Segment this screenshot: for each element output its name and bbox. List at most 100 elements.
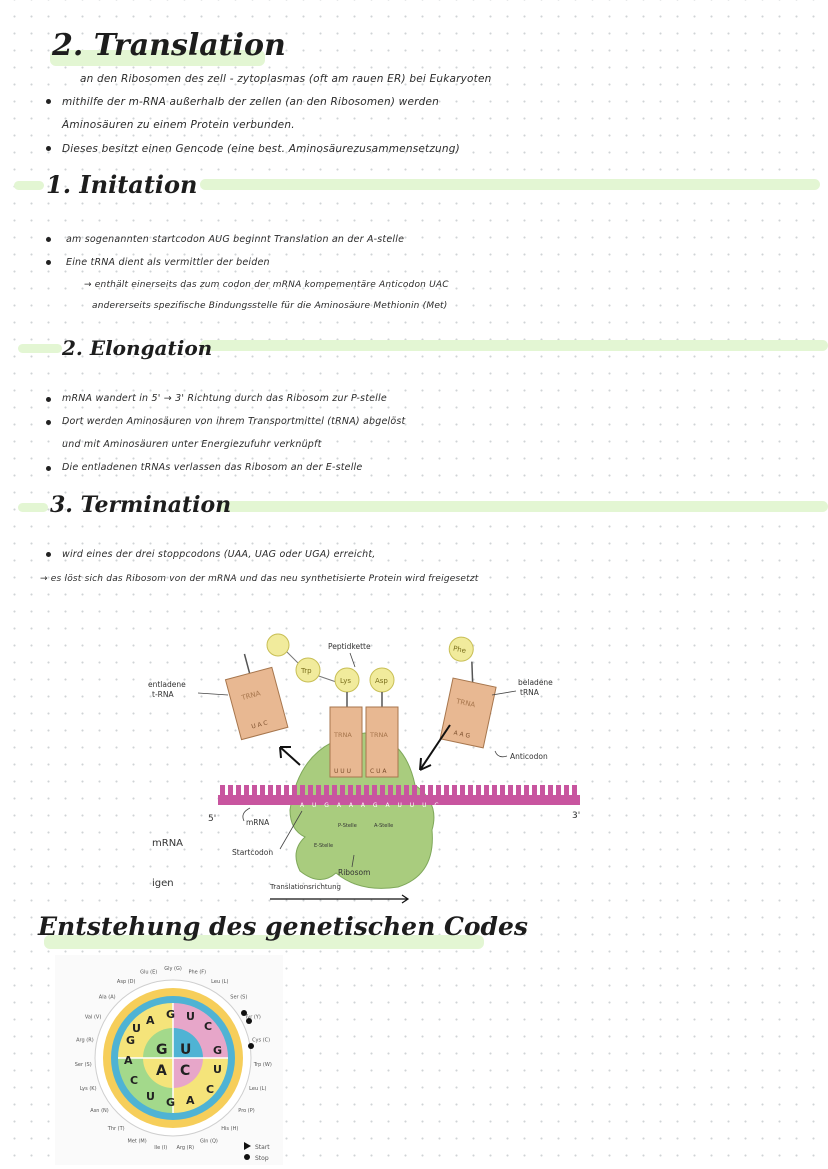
amino-acid-label: Phe (F) (188, 969, 206, 975)
title-highlight (50, 50, 265, 66)
ribosom-label: Ribosom (338, 868, 370, 877)
amino-acid-bead (266, 633, 290, 657)
anticodon-uuu: U U U (334, 768, 351, 775)
amino-acid-label: Tyr (Y) (244, 1015, 261, 1021)
mrna-tooth (548, 785, 553, 796)
amino-acid-label: Ser (S) (75, 1062, 92, 1068)
a-stelle-label: A-Stelle (374, 823, 393, 829)
svg-text:TRNA: TRNA (369, 731, 388, 739)
translation-line: Aminosäuren zu einem Protein verbunden. (62, 119, 295, 131)
amino-acid-label: Ile (I) (154, 1145, 167, 1151)
inner-letter-a: A (156, 1063, 167, 1079)
mrna-tooth (468, 785, 473, 796)
beladene-label: beladene (518, 678, 553, 687)
label-line (197, 692, 229, 696)
amino-acid-label: Leu (L) (211, 979, 228, 985)
mrna-tooth (516, 785, 521, 796)
mrna-tooth (236, 785, 241, 796)
amino-trp (295, 657, 321, 683)
termination-line: wird eines der drei stoppcodons (UAA, UA… (62, 549, 376, 560)
amino-acid-label: Cys (C) (252, 1038, 270, 1044)
mrna-tooth (556, 785, 561, 796)
stop-marker (246, 1018, 252, 1024)
entladene-label: entladene (148, 680, 186, 689)
amino-trp-label: Trp (300, 667, 312, 675)
genetic-code-wheel: Gly (G) Phe (F) Leu (L) Ser (S) Tyr (Y) Cys (… (75, 966, 272, 1162)
start-icon (244, 1142, 251, 1150)
amino-acid-label: Gly (G) (164, 966, 182, 972)
translation-line: an den Ribosomen des zell - zytoplasmas … (80, 73, 492, 85)
svg-text:U A C: U A C (251, 719, 269, 730)
mrna-tooth (284, 785, 289, 796)
inner-letter-u: U (180, 1042, 191, 1058)
mrna-tooth (420, 785, 425, 796)
initiation-line: → enthält einerseits das zum codon der m… (84, 280, 449, 290)
mrna-tooth (308, 785, 313, 796)
initiation-line: andererseits spezifische Bindungsstelle … (92, 301, 448, 311)
inner-letter-c: C (180, 1063, 190, 1079)
mrna-tooth (444, 785, 449, 796)
mrna-tooth (300, 785, 305, 796)
termination-line: → es löst sich das Ribosom von der mRNA … (40, 574, 479, 584)
mrna-tooth (340, 785, 345, 796)
mrna-tooth (356, 785, 361, 796)
amino-acid-label: Val (V) (85, 1015, 101, 1021)
translationsrichtung-label: Translationsrichtung (269, 883, 341, 891)
heading-rule (218, 501, 828, 512)
stop-marker (248, 1043, 254, 1049)
mrna-tooth (452, 785, 457, 796)
mrna-tooth (244, 785, 249, 796)
anticodon-label: Anticodon (510, 752, 548, 761)
amino-lys-label: Lys (340, 677, 351, 685)
svg-text:U: U (213, 1063, 222, 1076)
trna-leaving: TRNA U A C (224, 653, 289, 741)
elongation-line: Dort werden Aminosäuren von ihrem Transp… (62, 416, 406, 427)
elongation-line: und mit Aminosäuren unter Energiezufuhr … (62, 439, 322, 450)
label-line (494, 750, 508, 758)
initiation-line: am sogenannten startcodon AUG beginnt Tr… (66, 234, 405, 245)
mrna-sequence: A U G A A A G A U U U C (300, 802, 442, 809)
mrna-strand (218, 795, 580, 805)
mrna-tooth (292, 785, 297, 796)
translation-title: 2. Translation (52, 28, 286, 63)
trna-arriving: Phe TRNA A A G (439, 636, 497, 749)
mrna-tooth (436, 785, 441, 796)
mrna-tooth (492, 785, 497, 796)
amino-acid-label: Leu (L) (249, 1086, 266, 1092)
bullet-dot (46, 237, 51, 242)
code-title: Entstehung des genetischen Codes (38, 912, 528, 941)
mrna-tooth (564, 785, 569, 796)
amino-acid-label: Arg (R) (177, 1145, 195, 1151)
label-line (349, 652, 356, 668)
inner-letter-g: G (156, 1042, 168, 1058)
amino-acid-label: Pro (P) (238, 1108, 254, 1114)
five-prime-label: 5' (208, 814, 216, 824)
mrna-teeth (220, 785, 577, 796)
mrna-tooth (252, 785, 257, 796)
svg-text:U: U (186, 1010, 195, 1023)
mrna-tooth (260, 785, 265, 796)
startcodon-label: Startcodon (232, 848, 273, 857)
svg-text:A A G: A A G (453, 729, 471, 739)
arrow-leaving (279, 746, 301, 766)
bullet-dot (46, 99, 51, 104)
mrna-tooth (324, 785, 329, 796)
mrna-tooth (500, 785, 505, 796)
amino-acid-labels: Gly (G) Phe (F) Leu (L) Ser (S) Tyr (Y) Cys (… (75, 966, 272, 1151)
svg-text:TRNA: TRNA (333, 731, 352, 739)
e-stelle-label: E-Stelle (314, 843, 333, 849)
heading-rule (18, 503, 48, 512)
svg-text:A: A (186, 1094, 195, 1107)
amino-acid-label: Thr (T) (107, 1126, 125, 1132)
amino-acid-label: His (H) (221, 1126, 238, 1132)
anticodon-cua: C U A (370, 768, 387, 775)
amino-acid-label: Ala (A) (99, 995, 116, 1001)
elongation-line: Die entladenen tRNAs verlassen das Ribos… (62, 462, 363, 473)
translation-line: mithilfe der m-RNA außerhalb der zellen … (62, 96, 439, 108)
svg-text:G: G (213, 1044, 222, 1057)
termination-title: 3. Termination (50, 492, 232, 518)
mrna-label: mRNA (246, 818, 270, 827)
mrna-tooth (372, 785, 377, 796)
mrna-tooth (396, 785, 401, 796)
side-igen-label: igen (152, 878, 174, 889)
